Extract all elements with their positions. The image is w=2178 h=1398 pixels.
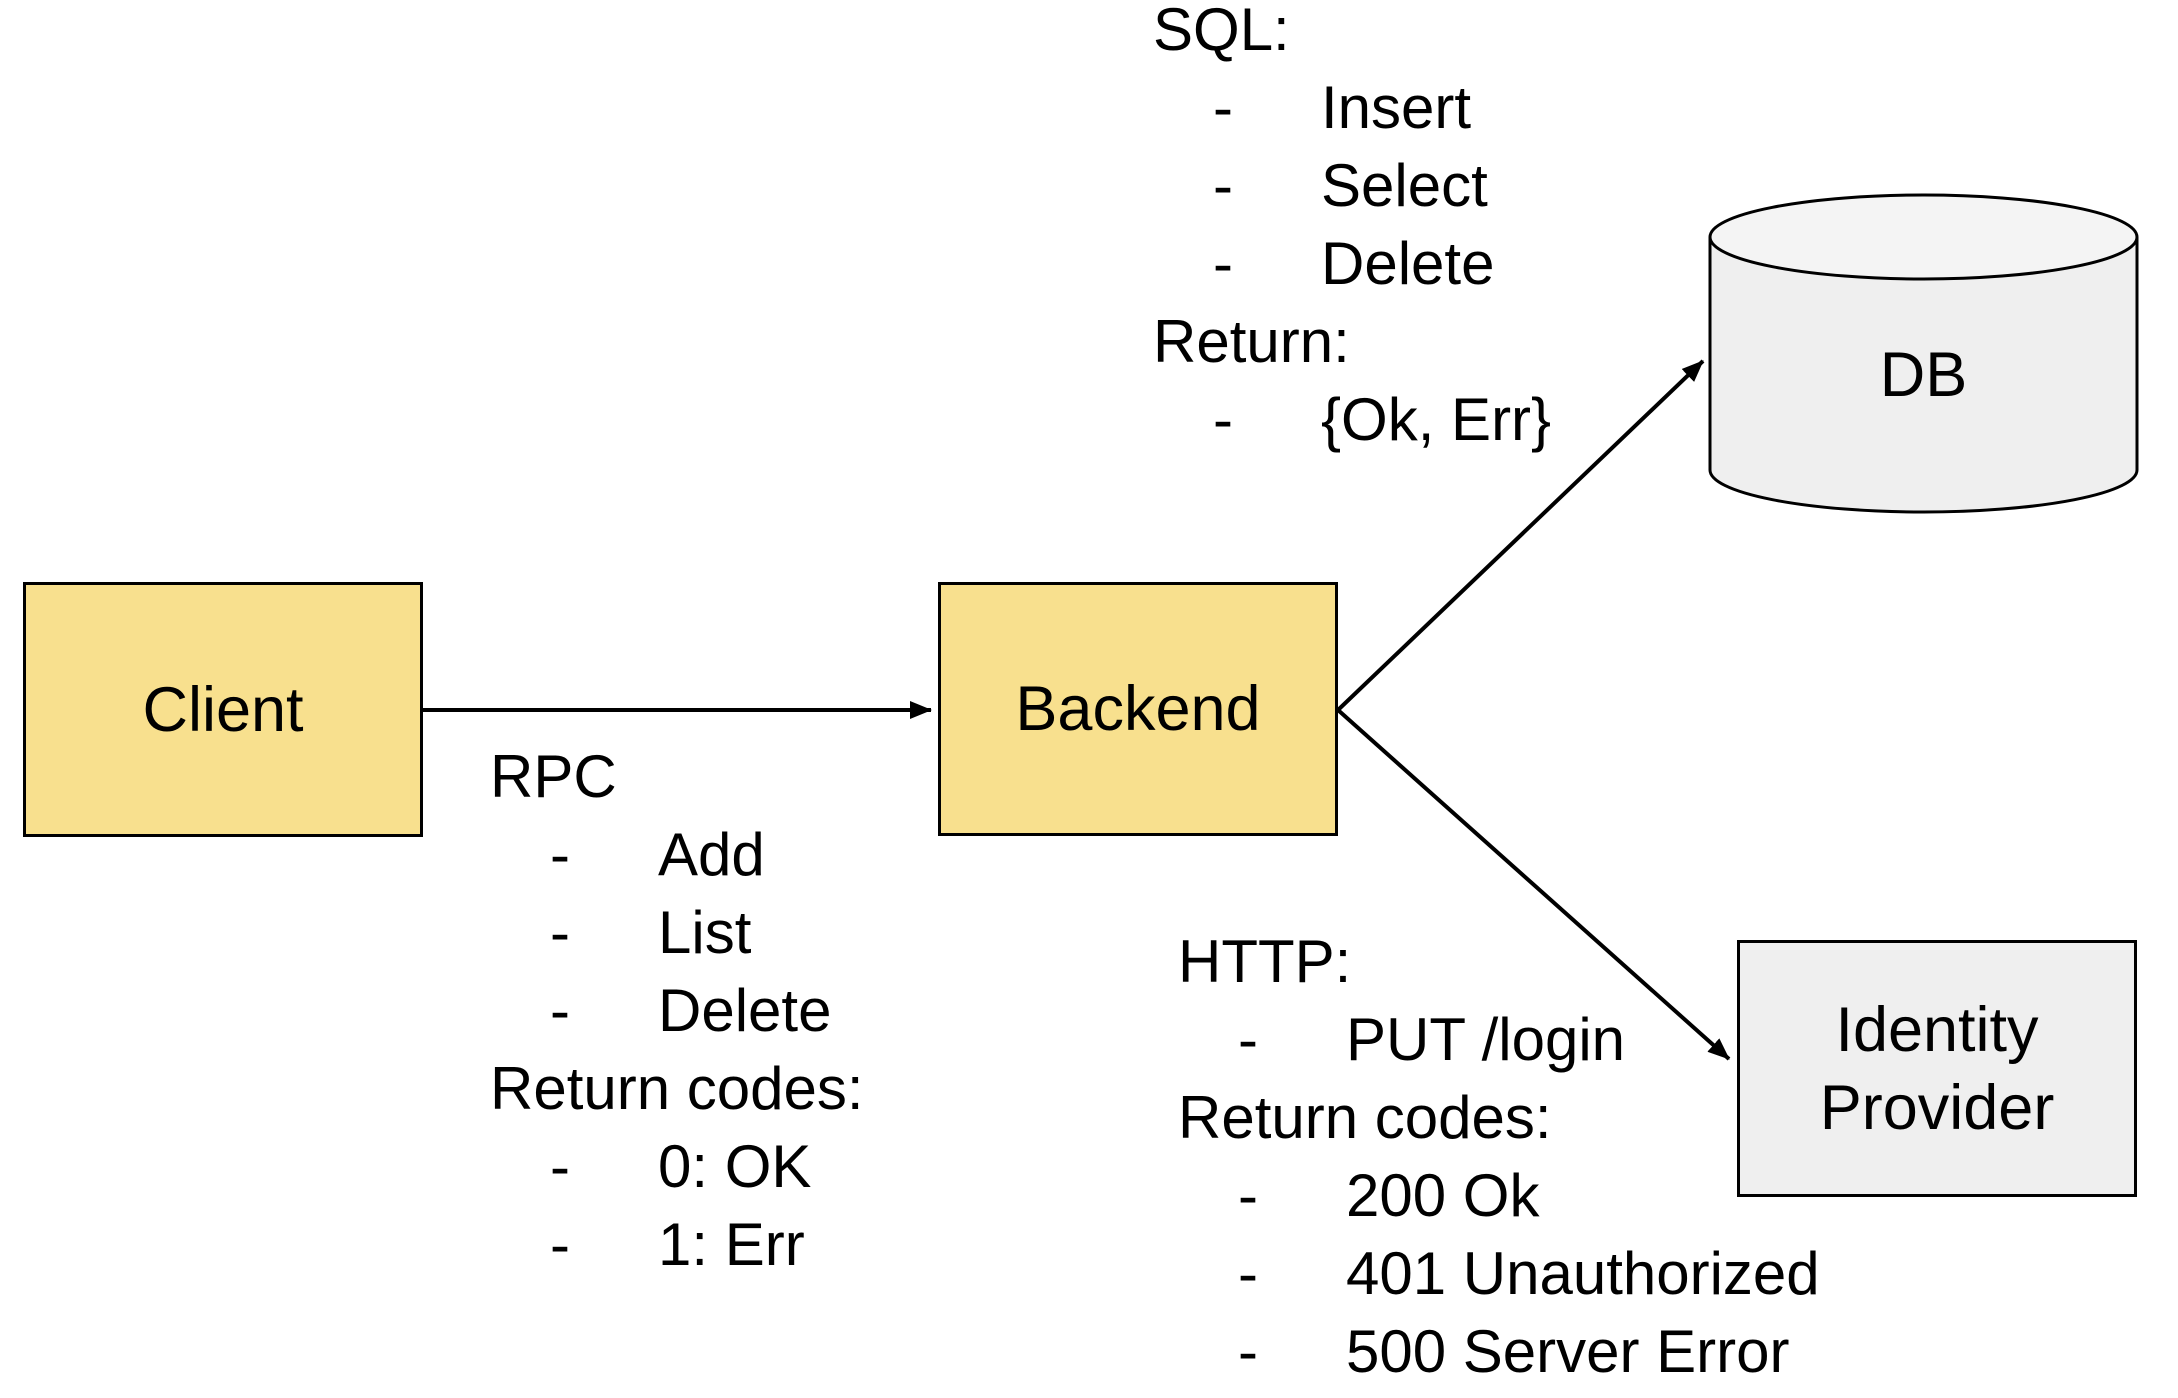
- bullet-dash: -: [550, 899, 570, 966]
- db-cylinder-body: [1708, 237, 2139, 514]
- annotation-line: - 1: Err: [490, 1206, 864, 1284]
- annotation-line: - 200 Ok: [1178, 1157, 1820, 1235]
- bullet-dash: -: [1238, 1006, 1258, 1073]
- node-backend-label: Backend: [1015, 674, 1261, 744]
- db-cylinder-top: [1708, 193, 2139, 281]
- annotation-line: - 401 Unauthorized: [1178, 1235, 1820, 1313]
- annotation-item: 401 Unauthorized: [1346, 1240, 1820, 1307]
- annotation-line: - 0: OK: [490, 1128, 864, 1206]
- bullet-dash: -: [550, 977, 570, 1044]
- edge-backend-to-identity-provider: [1336, 708, 1731, 1061]
- annotation-item: 0: OK: [658, 1133, 812, 1200]
- node-identity-provider: Identity Provider: [1737, 940, 2137, 1197]
- annotation-rpc-header: RPC: [490, 743, 617, 810]
- bullet-dash: -: [550, 821, 570, 888]
- bullet-dash: -: [550, 1211, 570, 1278]
- annotation-line: - Delete: [490, 972, 864, 1050]
- bullet-dash: -: [1213, 230, 1233, 297]
- db-cylinder: [1708, 193, 2139, 514]
- annotation-item: 500 Server Error: [1346, 1318, 1790, 1385]
- bullet-dash: -: [1213, 152, 1233, 219]
- annotation-item: Delete: [1321, 230, 1495, 297]
- annotation-item: 1: Err: [658, 1211, 805, 1278]
- node-backend: Backend: [938, 582, 1338, 836]
- annotation-http-return-header: Return codes:: [1178, 1084, 1552, 1151]
- annotation-item: PUT /login: [1346, 1006, 1626, 1073]
- annotation-item: {Ok, Err}: [1321, 386, 1552, 453]
- annotation-item: 200 Ok: [1346, 1162, 1540, 1229]
- annotation-item: Add: [658, 821, 765, 888]
- annotation-line: - Insert: [1153, 69, 1551, 147]
- bullet-dash: -: [1238, 1162, 1258, 1229]
- annotation-rpc: RPC - Add - List - Delete Return codes: - 0:…: [490, 738, 864, 1284]
- annotation-line: - List: [490, 894, 864, 972]
- bullet-dash: -: [1238, 1318, 1258, 1385]
- edge-backend-to-db: [1336, 359, 1705, 712]
- annotation-line: - PUT /login: [1178, 1001, 1820, 1079]
- annotation-sql-return-header: Return:: [1153, 308, 1350, 375]
- annotation-line: - 500 Server Error: [1178, 1313, 1820, 1391]
- bullet-dash: -: [1238, 1240, 1258, 1307]
- annotation-line: - Select: [1153, 147, 1551, 225]
- annotation-line: - Delete: [1153, 225, 1551, 303]
- annotation-item: Insert: [1321, 74, 1472, 141]
- annotation-sql: SQL: - Insert - Select - Delete Return: - {O…: [1153, 0, 1551, 459]
- annotation-line: - Add: [490, 816, 864, 894]
- annotation-http-header: HTTP:: [1178, 928, 1352, 995]
- annotation-item: Select: [1321, 152, 1488, 219]
- node-identity-provider-label: Identity Provider: [1819, 994, 2055, 1143]
- node-client: Client: [23, 582, 423, 837]
- annotation-rpc-return-header: Return codes:: [490, 1055, 864, 1122]
- bullet-dash: -: [1213, 74, 1233, 141]
- annotation-http: HTTP: -PUT /login Return codes: -200 Ok …: [1178, 923, 1820, 1391]
- bullet-dash: -: [550, 1133, 570, 1200]
- annotation-item: Delete: [658, 977, 832, 1044]
- annotation-item: List: [658, 899, 752, 966]
- annotation-line: - {Ok, Err}: [1153, 381, 1551, 459]
- node-client-label: Client: [142, 674, 304, 745]
- bullet-dash: -: [1213, 386, 1233, 453]
- node-db-label: DB: [1879, 339, 1968, 410]
- annotation-sql-header: SQL:: [1153, 0, 1290, 63]
